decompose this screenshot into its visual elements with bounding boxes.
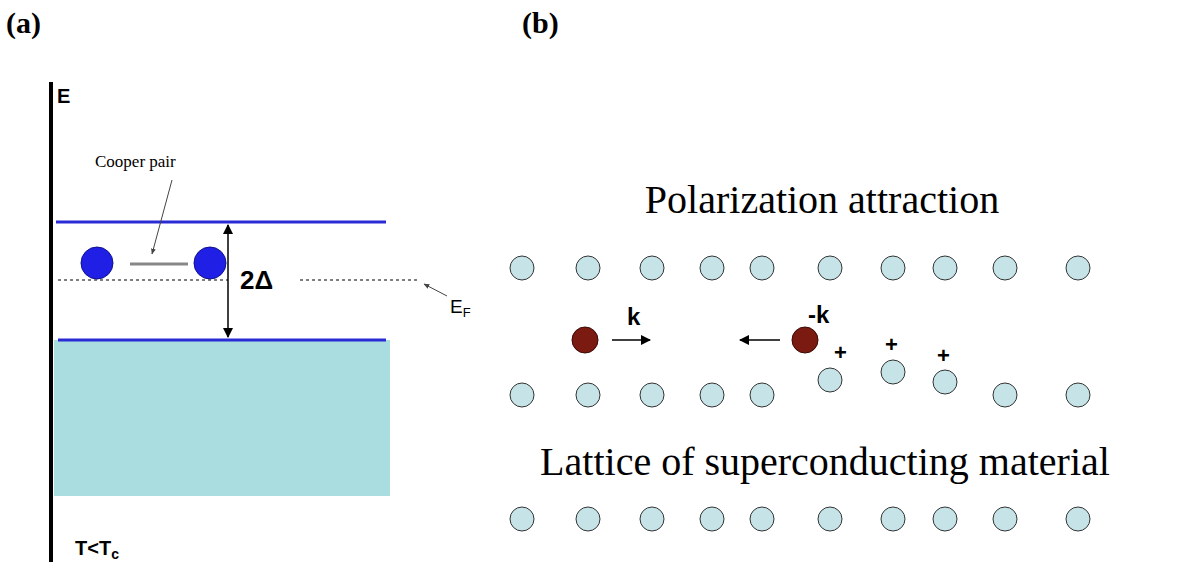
lattice-ion	[933, 370, 957, 394]
lattice-ion	[576, 256, 600, 280]
lattice-ion	[510, 507, 534, 531]
charge-sign: +	[885, 334, 898, 356]
gap-label: 2Δ	[240, 267, 273, 293]
lattice-ion	[881, 360, 905, 384]
band-diagram	[51, 82, 447, 562]
fermi-subscript: F	[463, 306, 471, 319]
gap-bottom	[58, 339, 386, 342]
lattice-ion	[510, 256, 534, 280]
momentum-label: -k	[808, 303, 829, 327]
lattice-ion	[993, 383, 1017, 407]
temperature-label: T<T	[75, 538, 111, 558]
lattice-ion	[818, 368, 842, 392]
filled-band	[54, 340, 390, 496]
lattice-ion	[818, 507, 842, 531]
electron	[572, 327, 598, 353]
lattice-ion	[881, 256, 905, 280]
pair-bond	[130, 263, 188, 266]
charge-sign: +	[937, 345, 950, 367]
electron-pair	[572, 327, 818, 353]
fermi-level	[58, 279, 228, 280]
lattice-ion	[700, 383, 724, 407]
temperature-subscript: c	[111, 547, 119, 561]
fermi-level	[300, 279, 420, 280]
gap-arrow	[227, 225, 229, 337]
momentum-arrow	[740, 339, 780, 341]
lattice-ion	[818, 256, 842, 280]
momentum-arrow	[612, 339, 650, 341]
lattice-ion	[1066, 256, 1090, 280]
lattice-ion	[750, 383, 774, 407]
electron	[194, 247, 226, 279]
gap-top	[56, 221, 386, 224]
fermi-label: E	[450, 297, 463, 316]
callout-label: Cooper pair	[95, 153, 176, 170]
heading: Lattice of superconducting material	[540, 442, 1110, 482]
charge-sign: +	[834, 342, 847, 364]
lattice-ion	[1066, 383, 1090, 407]
lattice	[510, 256, 1090, 531]
lattice-ion	[993, 256, 1017, 280]
lattice-ion	[576, 383, 600, 407]
energy-axis	[49, 82, 53, 562]
lattice-ion	[576, 507, 600, 531]
electron	[81, 247, 113, 279]
lattice-ion	[700, 507, 724, 531]
lattice-ion	[700, 256, 724, 280]
lattice-ion	[510, 383, 534, 407]
lattice-ion	[933, 256, 957, 280]
lattice-ion	[640, 256, 664, 280]
lattice-ion	[640, 383, 664, 407]
electron	[792, 327, 818, 353]
momentum-label: k	[627, 305, 640, 329]
leader-line	[424, 284, 447, 296]
lattice-ion	[750, 256, 774, 280]
lattice-ion	[993, 507, 1017, 531]
leader-line	[152, 180, 172, 254]
panel-label: (b)	[522, 8, 559, 38]
axis-label: E	[57, 86, 70, 106]
panel-label: (a)	[6, 8, 41, 38]
lattice-ion	[750, 507, 774, 531]
lattice-ion	[1066, 507, 1090, 531]
lattice-ion	[933, 507, 957, 531]
lattice-ion	[881, 507, 905, 531]
heading: Polarization attraction	[645, 180, 999, 220]
lattice-ion	[640, 507, 664, 531]
